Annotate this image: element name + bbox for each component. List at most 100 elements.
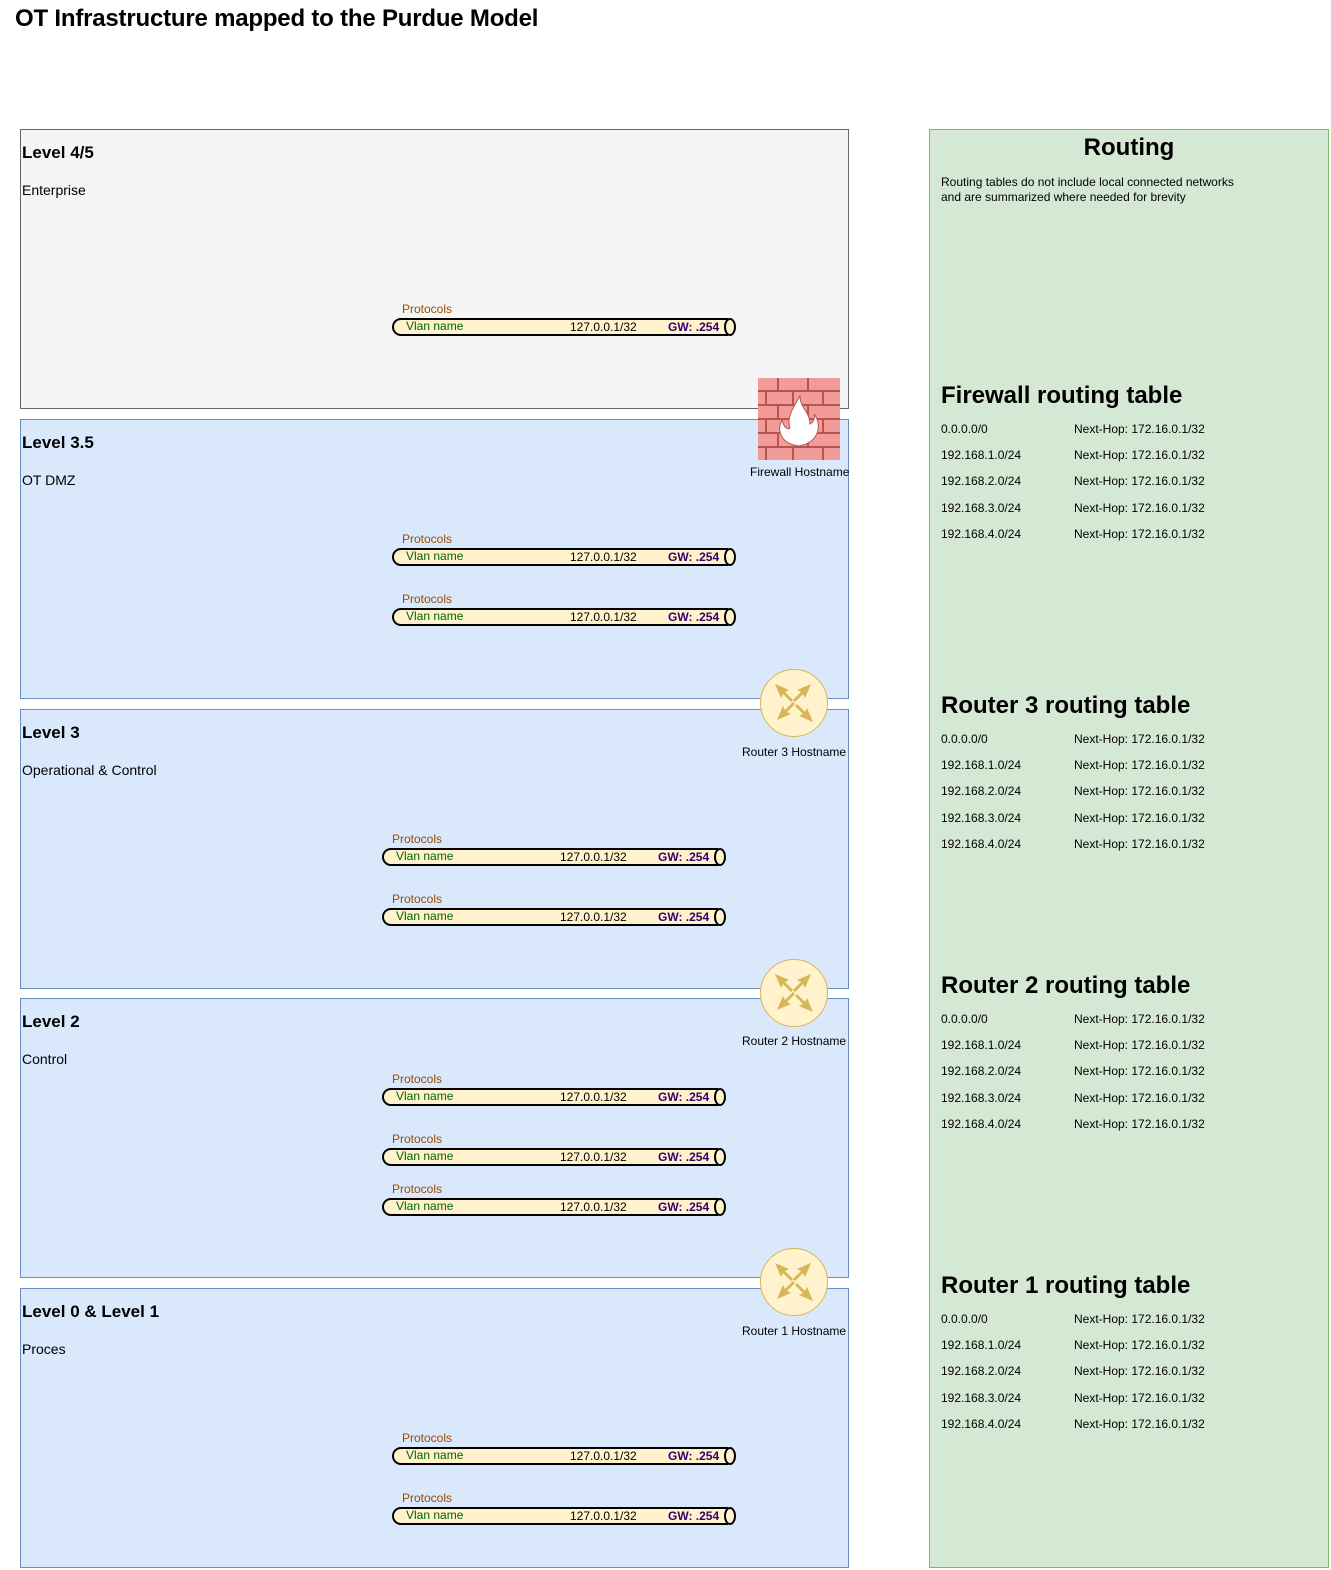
vlan-pipe[interactable]: Protocols Vlan name 127.0.0.1/32 GW: .25… <box>392 592 738 628</box>
vlan-pipe-cap <box>714 848 726 866</box>
protocols-label: Protocols <box>402 1431 453 1445</box>
vlan-name: Vlan name <box>406 1448 464 1462</box>
vlan-gateway: GW: .254 <box>658 1200 710 1214</box>
vlan-pipe[interactable]: Protocols Vlan name 127.0.0.1/32 GW: .25… <box>382 892 728 928</box>
route-next-hop: Next-Hop: 172.16.0.1/32 <box>1074 474 1205 489</box>
vlan-pipe-body <box>382 1148 718 1166</box>
route-next-hop: Next-Hop: 172.16.0.1/32 <box>1074 1338 1205 1353</box>
vlan-pipe-body <box>392 608 728 626</box>
vlan-ip: 127.0.0.1/32 <box>560 850 627 864</box>
protocols-label: Protocols <box>402 532 453 546</box>
level-name: Level 3.5 <box>22 433 94 452</box>
protocols-label: Protocols <box>392 1182 443 1196</box>
route-next-hop: Next-Hop: 172.16.0.1/32 <box>1074 1364 1205 1379</box>
route-next-hop: Next-Hop: 172.16.0.1/32 <box>1074 1012 1205 1026</box>
route-network: 192.168.2.0/24 <box>941 1064 1022 1079</box>
vlan-pipe[interactable]: Protocols Vlan name 127.0.0.1/32 GW: .25… <box>382 1182 728 1218</box>
route-next-hop: Next-Hop: 172.16.0.1/32 <box>1074 526 1205 541</box>
level-enterprise[interactable]: Level 4/5 Enterprise <box>20 129 849 409</box>
vlan-gateway: GW: .254 <box>668 550 720 564</box>
vlan-pipe[interactable]: Protocols Vlan name 127.0.0.1/32 GW: .25… <box>392 1431 738 1467</box>
vlan-pipe[interactable]: Protocols Vlan name 127.0.0.1/32 GW: .25… <box>392 532 738 568</box>
vlan-pipe[interactable]: Protocols Vlan name 127.0.0.1/32 GW: .25… <box>392 1491 738 1527</box>
route-network: 0.0.0.0/0 <box>941 422 988 436</box>
route-network: 192.168.1.0/24 <box>941 758 1022 773</box>
vlan-pipe[interactable]: Protocols Vlan name 127.0.0.1/32 GW: .25… <box>392 302 738 338</box>
vlan-pipe-body <box>392 1507 728 1525</box>
route-next-hop: Next-Hop: 172.16.0.1/32 <box>1074 422 1205 436</box>
vlan-ip: 127.0.0.1/32 <box>570 610 637 624</box>
router-3[interactable] <box>760 669 828 737</box>
vlan-pipe-cap <box>724 1507 736 1525</box>
route-network: 192.168.2.0/24 <box>941 784 1022 799</box>
route-next-hop: Next-Hop: 172.16.0.1/32 <box>1074 1116 1205 1131</box>
route-network: 192.168.1.0/24 <box>941 1338 1022 1353</box>
level-description: Operational & Control <box>22 762 157 778</box>
vlan-name: Vlan name <box>396 1149 454 1163</box>
vlan-ip: 127.0.0.1/32 <box>560 1200 627 1214</box>
firewall-hostname: Firewall Hostname <box>750 465 850 479</box>
firewall[interactable] <box>758 378 840 460</box>
vlan-pipe-body <box>382 1088 718 1106</box>
protocols-label: Protocols <box>402 302 453 316</box>
routing-row: 0.0.0.0/0 Next-Hop: 172.16.0.1/32 <box>941 732 1321 758</box>
vlan-gateway: GW: .254 <box>668 1509 720 1523</box>
vlan-ip: 127.0.0.1/32 <box>560 1150 627 1164</box>
vlan-name: Vlan name <box>406 609 464 623</box>
vlan-pipe-cap <box>724 608 736 626</box>
route-next-hop: Next-Hop: 172.16.0.1/32 <box>1074 1416 1205 1431</box>
route-network: 192.168.3.0/24 <box>941 1390 1022 1405</box>
vlan-pipe-cap <box>724 1447 736 1465</box>
router-3-hostname: Router 3 Hostname <box>742 745 847 759</box>
route-network: 192.168.4.0/24 <box>941 1416 1022 1431</box>
vlan-pipe[interactable]: Protocols Vlan name 127.0.0.1/32 GW: .25… <box>382 1132 728 1168</box>
route-network: 192.168.4.0/24 <box>941 836 1022 851</box>
protocols-label: Protocols <box>392 1072 443 1086</box>
route-network: 192.168.1.0/24 <box>941 1038 1022 1053</box>
routing-note: Routing tables do not include local conn… <box>941 175 1234 204</box>
level-description: Proces <box>22 1341 66 1357</box>
level-name: Level 4/5 <box>22 143 94 162</box>
vlan-pipe-cap <box>714 1088 726 1106</box>
route-next-hop: Next-Hop: 172.16.0.1/32 <box>1074 836 1205 851</box>
vlan-ip: 127.0.0.1/32 <box>570 1509 637 1523</box>
level-description: Enterprise <box>22 182 86 198</box>
vlan-gateway: GW: .254 <box>668 320 720 334</box>
vlan-gateway: GW: .254 <box>658 1150 710 1164</box>
protocols-label: Protocols <box>392 892 443 906</box>
level-name: Level 0 & Level 1 <box>22 1302 160 1321</box>
routing-panel: Routing Routing tables do not include lo… <box>929 129 1329 1568</box>
route-next-hop: Next-Hop: 172.16.0.1/32 <box>1074 732 1205 746</box>
vlan-pipe-body <box>392 1447 728 1465</box>
level-name: Level 2 <box>22 1012 80 1031</box>
route-next-hop: Next-Hop: 172.16.0.1/32 <box>1074 448 1205 463</box>
routing-row: 192.168.4.0/24 Next-Hop: 172.16.0.1/32 <box>941 1417 1321 1443</box>
route-network: 0.0.0.0/0 <box>941 732 988 746</box>
page-title: OT Infrastructure mapped to the Purdue M… <box>15 5 539 32</box>
vlan-pipe-cap <box>714 908 726 926</box>
vlan-pipe[interactable]: Protocols Vlan name 127.0.0.1/32 GW: .25… <box>382 832 728 868</box>
vlan-name: Vlan name <box>406 1508 464 1522</box>
vlan-pipe-body <box>392 548 728 566</box>
router-1[interactable] <box>760 1248 828 1316</box>
protocols-label: Protocols <box>402 592 453 606</box>
level-control[interactable]: Level 2 Control <box>20 998 849 1278</box>
route-next-hop: Next-Hop: 172.16.0.1/32 <box>1074 1312 1205 1326</box>
route-next-hop: Next-Hop: 172.16.0.1/32 <box>1074 1090 1205 1105</box>
level-name: Level 3 <box>22 723 80 742</box>
router-2[interactable] <box>760 959 828 1027</box>
vlan-pipe[interactable]: Protocols Vlan name 127.0.0.1/32 GW: .25… <box>382 1072 728 1108</box>
protocols-label: Protocols <box>402 1491 453 1505</box>
route-next-hop: Next-Hop: 172.16.0.1/32 <box>1074 1390 1205 1405</box>
route-next-hop: Next-Hop: 172.16.0.1/32 <box>1074 1038 1205 1053</box>
